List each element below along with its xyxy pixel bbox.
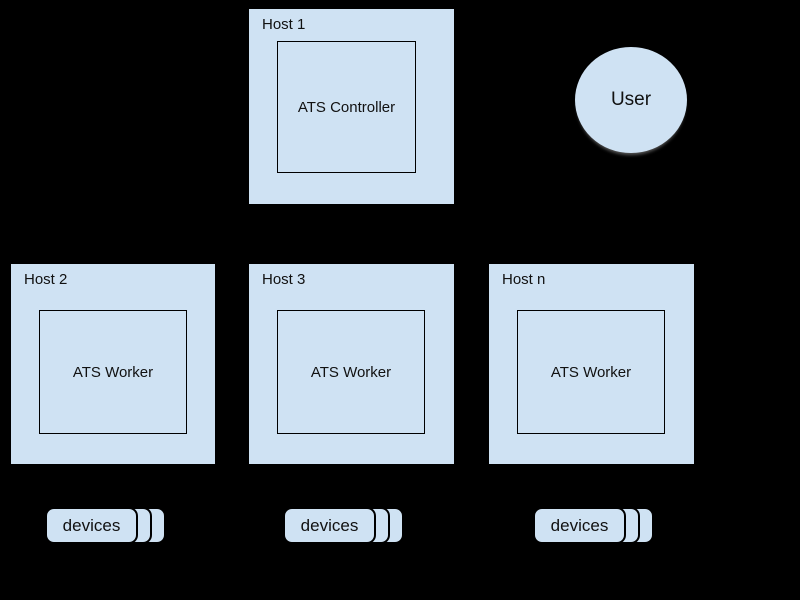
ats-worker-node: ATS Worker [277,310,425,434]
ats-worker-node: ATS Worker [39,310,187,434]
devices-label: devices [62,515,121,535]
ats-worker-node: ATS Worker [517,310,665,434]
hostn-node: Host n ATS Worker [488,263,695,465]
device-card-front: devices [533,507,626,544]
user-node: User [575,47,687,153]
devices-stack-host3: devices [283,507,405,544]
ats-worker-label: ATS Worker [72,363,154,381]
device-card-front: devices [283,507,376,544]
host2-node: Host 2 ATS Worker [10,263,216,465]
ats-controller-label: ATS Controller [297,98,396,116]
devices-stack-hostn: devices [533,507,655,544]
ats-worker-label: ATS Worker [310,363,392,381]
ats-controller-node: ATS Controller [277,41,416,173]
devices-stack-host2: devices [45,507,167,544]
devices-label: devices [550,515,609,535]
host3-label: Host 3 [262,271,306,288]
device-card-front: devices [45,507,138,544]
ats-worker-label: ATS Worker [550,363,632,381]
devices-label: devices [300,515,359,535]
host1-label: Host 1 [262,16,306,33]
host3-node: Host 3 ATS Worker [248,263,455,465]
host2-label: Host 2 [24,271,68,288]
host1-node: Host 1 ATS Controller [248,8,455,205]
user-label: User [610,89,652,110]
hostn-label: Host n [502,271,546,288]
